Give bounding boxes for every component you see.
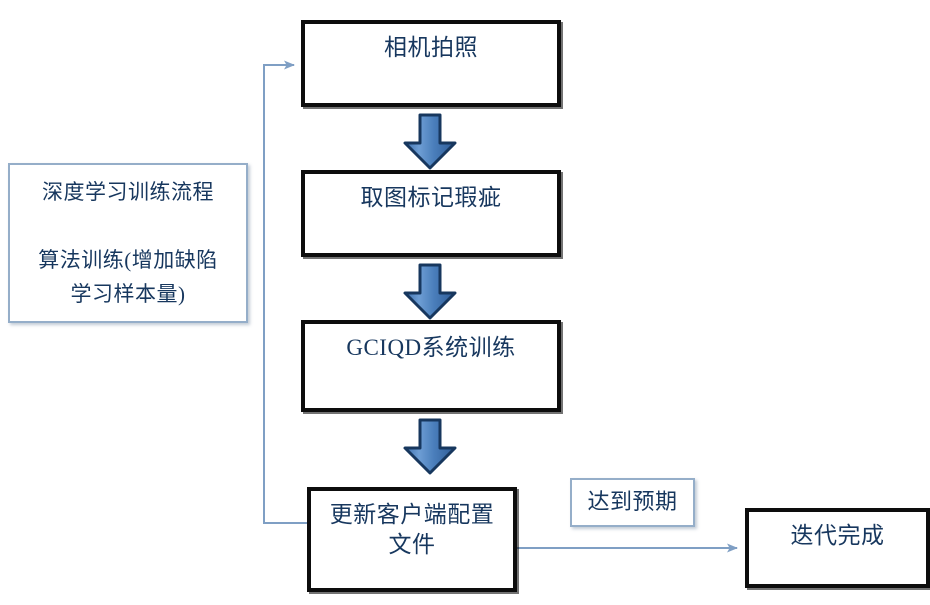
node-iteration-complete[interactable]: 迭代完成 bbox=[745, 508, 930, 588]
node-training-info-label: 深度学习训练流程 算法训练(增加缺陷 学习样本量) bbox=[38, 179, 218, 307]
node-gciqd-system-training[interactable]: GCIQD系统训练 bbox=[301, 320, 561, 412]
node-update-client-config[interactable]: 更新客户端配置 文件 bbox=[307, 487, 517, 592]
down-block-arrow-1 bbox=[403, 113, 457, 170]
node-camera-capture[interactable]: 相机拍照 bbox=[301, 20, 561, 107]
node-gciqd-system-training-label: GCIQD系统训练 bbox=[346, 335, 516, 360]
down-block-arrow-2 bbox=[403, 263, 457, 320]
down-block-arrow-3 bbox=[403, 418, 457, 475]
edge-label-meets-expectation-label: 达到预期 bbox=[587, 489, 678, 515]
node-camera-capture-label: 相机拍照 bbox=[384, 35, 478, 60]
node-mark-defects-label: 取图标记瑕疵 bbox=[360, 185, 502, 210]
node-iteration-complete-label: 迭代完成 bbox=[790, 523, 885, 548]
node-mark-defects[interactable]: 取图标记瑕疵 bbox=[301, 170, 561, 257]
node-update-client-config-label: 更新客户端配置 文件 bbox=[329, 502, 495, 557]
node-training-info[interactable]: 深度学习训练流程 算法训练(增加缺陷 学习样本量) bbox=[8, 163, 248, 323]
edge-label-meets-expectation[interactable]: 达到预期 bbox=[570, 478, 695, 527]
edge-update-to-camera bbox=[263, 60, 307, 524]
